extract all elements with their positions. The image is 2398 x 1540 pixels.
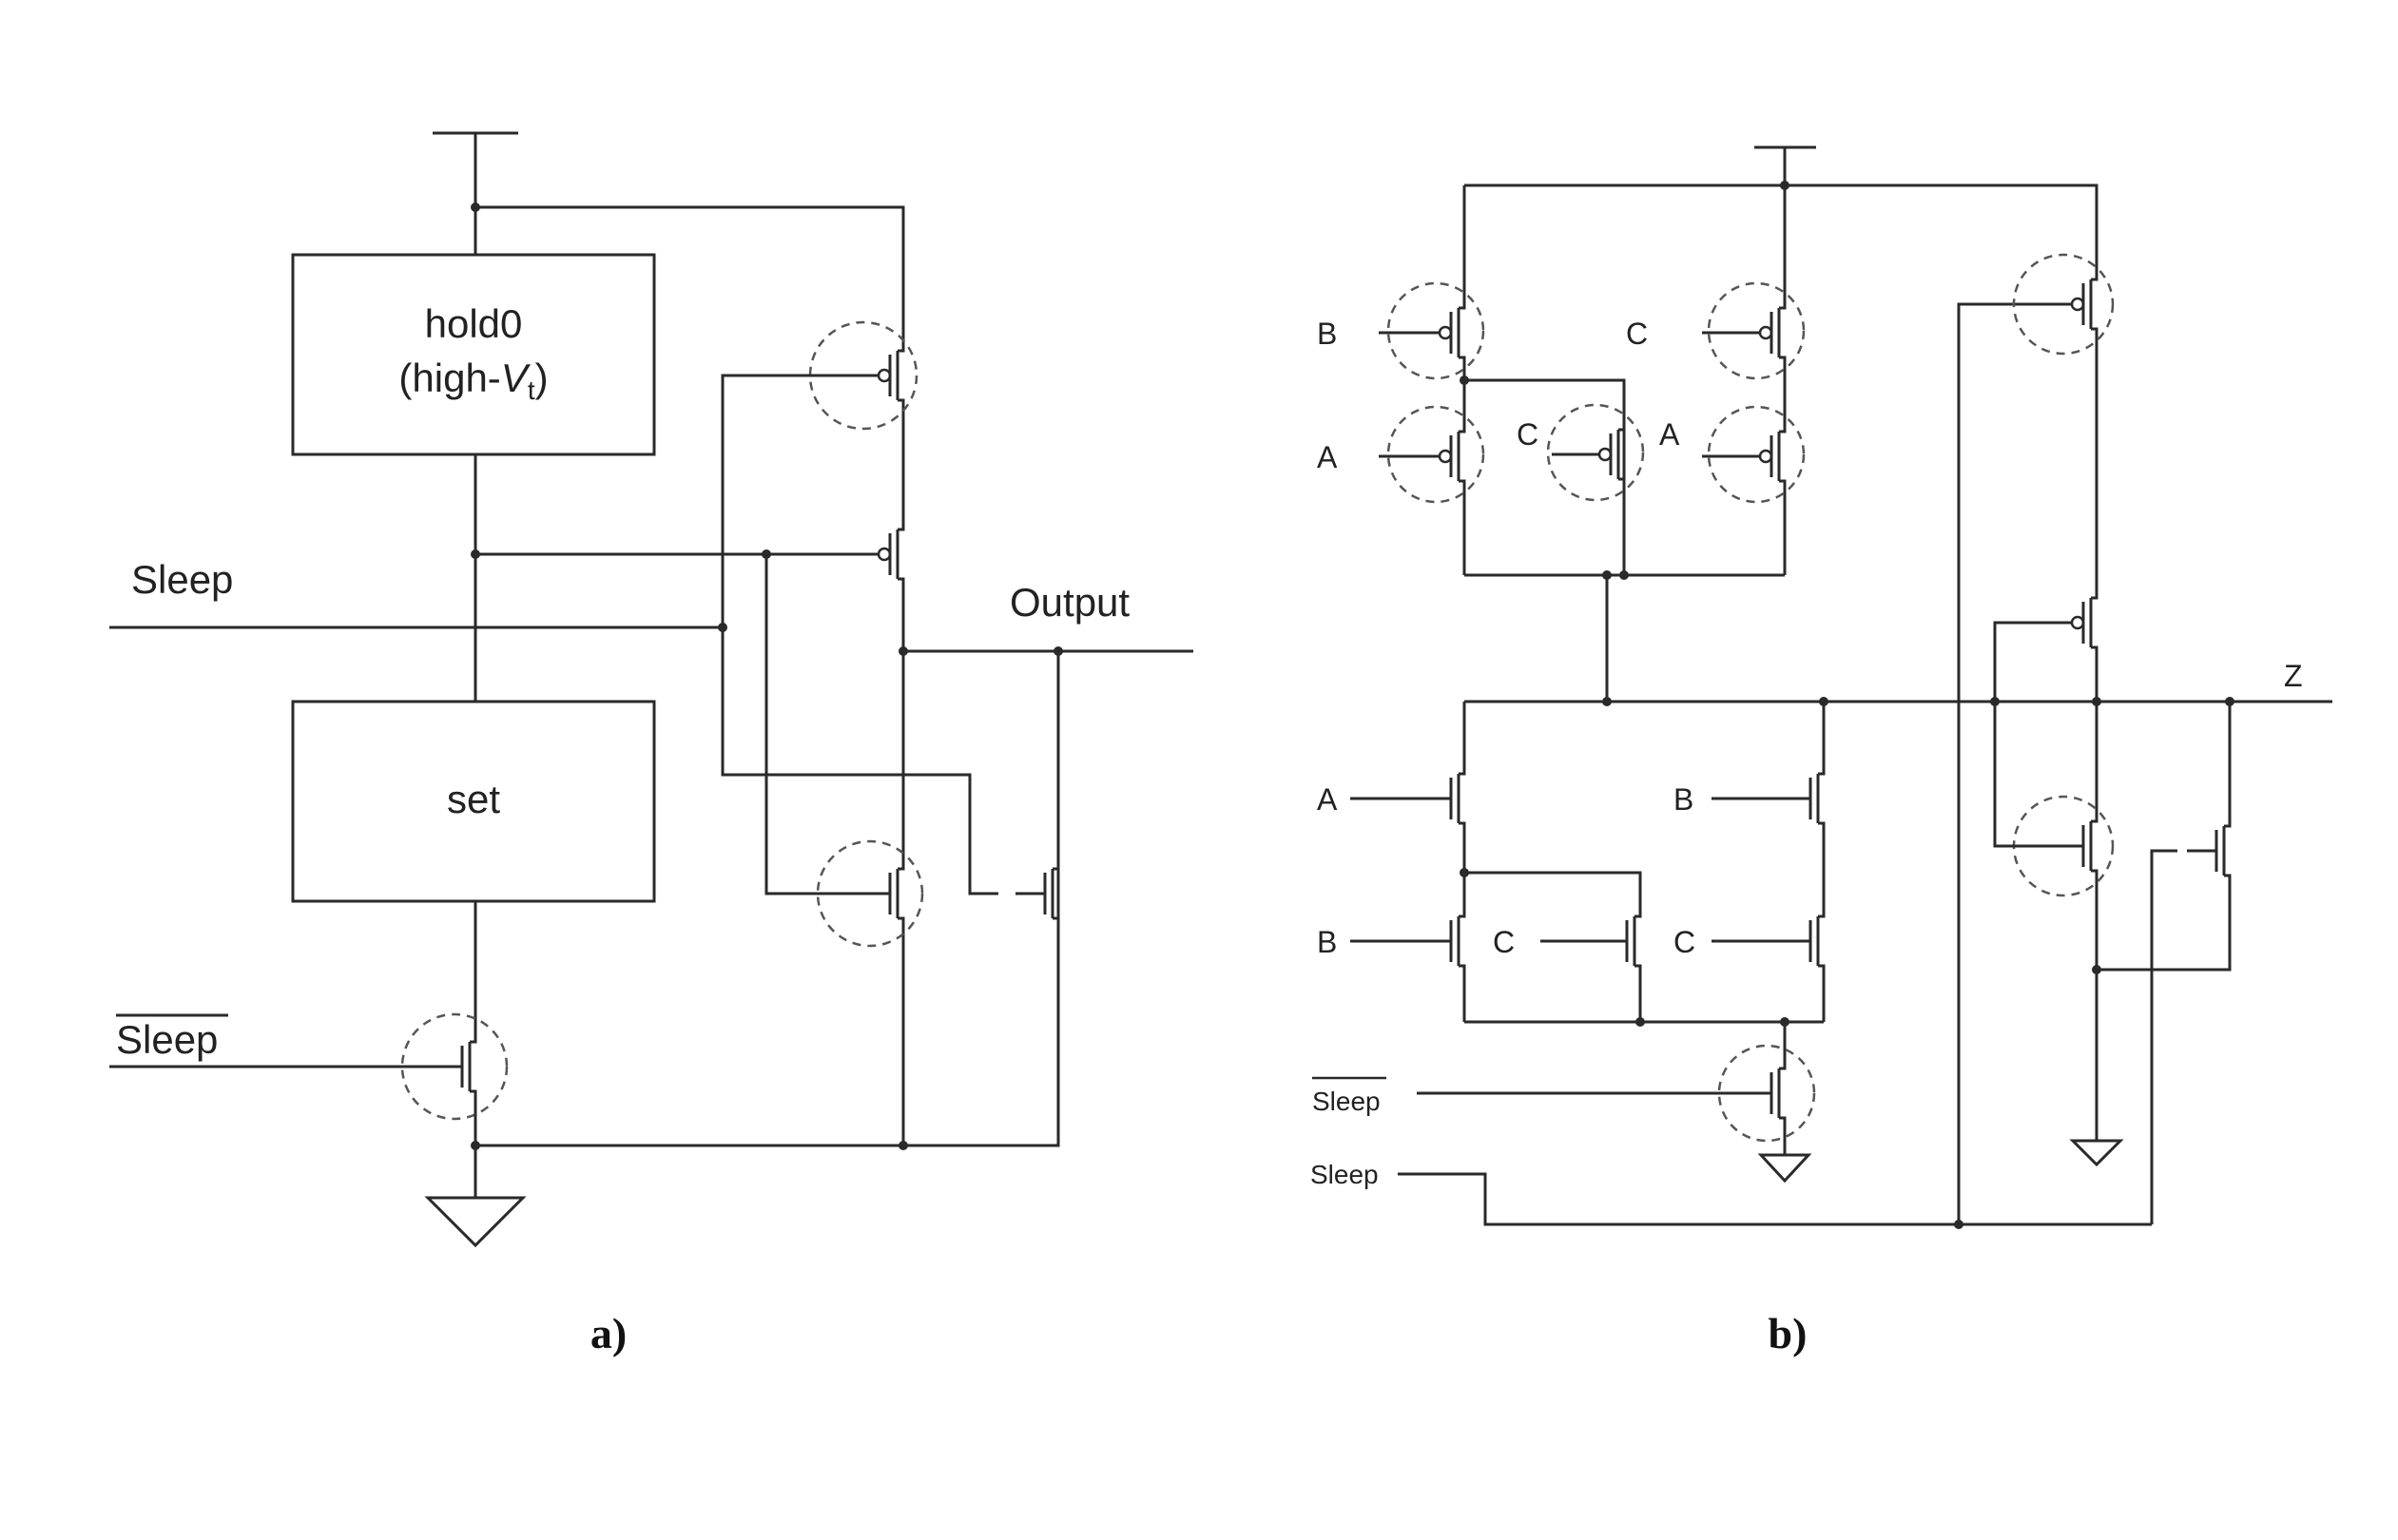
pmos-a-input [1388, 407, 1483, 502]
ground-symbol-a [428, 1145, 523, 1245]
caption-b: b) [1769, 1309, 1808, 1357]
hold0-label: hold0 [425, 301, 523, 346]
input-b1: B [1317, 317, 1337, 351]
sleep-bar-label-b: Sleep [1312, 1087, 1381, 1116]
pmos-c1-input [1709, 283, 1804, 378]
output-label-a: Output [1010, 580, 1130, 625]
pmos-c2-input [1548, 405, 1643, 500]
vdd-symbol-b [1754, 147, 1816, 185]
sleep-label-b: Sleep [1310, 1160, 1379, 1189]
caption-a: a) [590, 1309, 627, 1357]
input-c1: C [1626, 317, 1648, 351]
input-a1: A [1317, 440, 1338, 474]
output-label-b: Z [2284, 659, 2303, 693]
sleep-bar-label-a: Sleep [116, 1017, 218, 1062]
ground-symbol-b [1761, 1155, 1808, 1181]
input-a2: A [1659, 417, 1680, 452]
hold0-block [293, 255, 654, 454]
input-b3: B [1317, 925, 1337, 959]
input-c3: C [1493, 925, 1515, 959]
input-c4: C [1673, 925, 1695, 959]
input-b2: B [1673, 782, 1693, 817]
set-label: set [447, 777, 500, 821]
pmos-a2-input [1709, 407, 1804, 502]
panel-a: hold0 (high-Vt) set Sleep Sleep [109, 133, 1193, 1357]
pmos-b-input [1388, 283, 1483, 378]
panel-b: B A C C A Z [1310, 147, 2332, 1357]
pmos-c-mid [1581, 407, 1624, 502]
input-a3: A [1317, 782, 1338, 817]
high-vt-label: (high-Vt) [398, 356, 548, 405]
ground-symbol-b2 [2073, 1141, 2120, 1165]
input-c2: C [1517, 417, 1538, 452]
vdd-symbol-a [433, 133, 518, 255]
sleep-label-a: Sleep [131, 557, 233, 602]
